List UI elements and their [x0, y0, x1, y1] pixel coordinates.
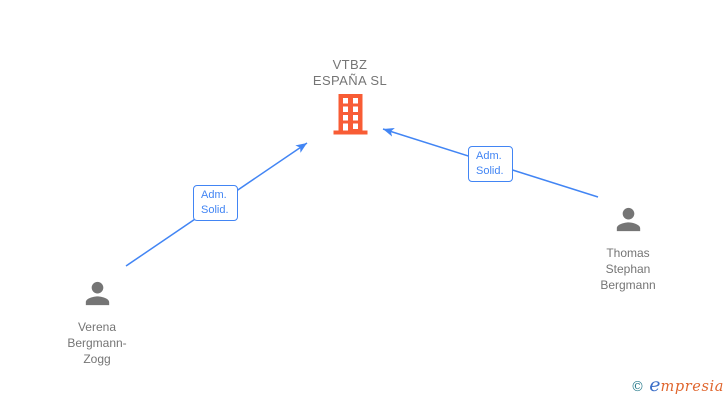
- company-name: VTBZ ESPAÑA SL: [290, 57, 410, 88]
- edge-label-thomas[interactable]: Adm. Solid.: [468, 146, 513, 182]
- edge-label-line: Solid.: [476, 164, 504, 177]
- person-name: Thomas Stephan Bergmann: [578, 245, 678, 293]
- copyright-icon: ©: [630, 379, 645, 395]
- company-node[interactable]: VTBZ ESPAÑA SL: [290, 57, 410, 140]
- person-name-line: Stephan: [605, 262, 651, 276]
- person-node-thomas[interactable]: Thomas Stephan Bergmann: [578, 202, 678, 293]
- company-name-line2: ESPAÑA SL: [312, 72, 388, 88]
- edge-label-line: Adm.: [201, 189, 227, 201]
- person-name-line: Bergmann: [600, 278, 656, 292]
- person-name-line: Bergmann-: [67, 336, 127, 350]
- company-name-line1: VTBZ: [332, 57, 368, 72]
- edge-label-line: Adm.: [476, 150, 502, 162]
- person-icon: [611, 207, 646, 241]
- person-name-line: Thomas: [606, 246, 650, 260]
- person-name: Verena Bergmann- Zogg: [47, 319, 147, 367]
- person-icon: [80, 281, 115, 315]
- empresia-logo[interactable]: ©empresia: [631, 374, 724, 396]
- brand-initial: e: [649, 374, 661, 396]
- person-name-line: Zogg: [83, 352, 111, 366]
- person-name-line: Verena: [77, 320, 117, 334]
- edge-label-verena[interactable]: Adm. Solid.: [193, 185, 238, 221]
- building-icon: [290, 93, 410, 140]
- brand-name: mpresia: [660, 379, 724, 395]
- person-node-verena[interactable]: Verena Bergmann- Zogg: [47, 276, 147, 367]
- edge-label-line: Solid.: [201, 203, 229, 216]
